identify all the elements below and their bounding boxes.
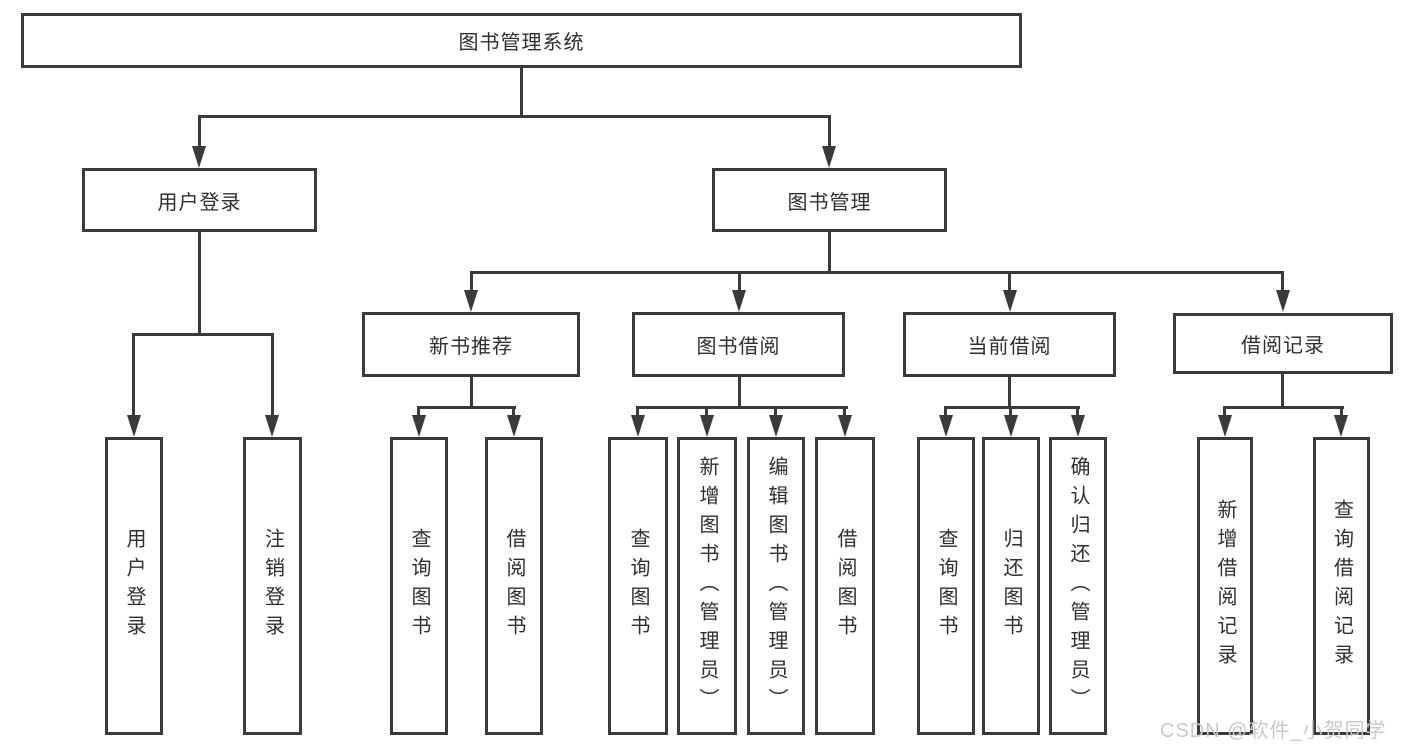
arrow-down-icon: [1276, 290, 1290, 312]
connector-stem-leaf-logout: [271, 333, 274, 417]
arrow-down-icon: [1004, 415, 1018, 437]
connector-book-management-stub: [828, 232, 831, 274]
arrow-down-icon: [507, 415, 521, 437]
node-leaf-br-add-record-label: 新增借阅记录: [1214, 499, 1236, 673]
node-user-login-label: 用户登录: [157, 191, 242, 214]
arrow-down-icon: [769, 415, 783, 437]
node-root: 图书管理系统: [21, 13, 1022, 68]
connector-new-book-stub: [470, 377, 473, 409]
node-leaf-cb-return-books: 归还图书: [982, 437, 1040, 735]
connector-stem-leaf-user-login: [132, 333, 135, 417]
node-leaf-nb-query-books: 查询图书: [390, 437, 448, 735]
arrow-down-icon: [631, 415, 645, 437]
connector-book-borrow-stub: [738, 377, 741, 409]
arrow-down-icon: [838, 415, 852, 437]
node-leaf-bb-add-books-admin: 新增图书（管理员）: [677, 437, 737, 735]
node-leaf-br-query-record-label: 查询借阅记录: [1330, 499, 1353, 673]
node-leaf-br-query-record: 查询借阅记录: [1313, 437, 1370, 735]
node-leaf-cb-query-books: 查询图书: [917, 437, 975, 735]
node-leaf-bb-edit-books-admin-label: 编辑图书（管理员）: [765, 455, 787, 717]
connector-book-borrow-hbar: [636, 406, 848, 409]
connector-stem-new-book: [470, 271, 473, 293]
connector-current-borrow-hbar: [944, 406, 1080, 409]
connector-book-management-hbar: [470, 271, 1284, 274]
connector-stem: [705, 406, 708, 418]
node-current-borrow-label: 当前借阅: [967, 336, 1052, 358]
arrow-down-icon: [192, 146, 206, 168]
connector-user-login-hbar: [132, 333, 274, 336]
node-leaf-bb-borrow-books: 借阅图书: [815, 437, 875, 735]
node-leaf-nb-borrow-books: 借阅图书: [485, 437, 543, 735]
node-leaf-cb-confirm-return-admin-label: 确认归还（管理员）: [1067, 455, 1089, 717]
connector-user-login-stub: [198, 232, 201, 336]
connector-borrow-records-stub: [1281, 374, 1284, 409]
node-leaf-cb-query-books-label: 查询图书: [935, 528, 957, 644]
connector-root-hbar: [198, 115, 831, 118]
node-root-label: 图书管理系统: [458, 32, 585, 54]
connector-stem: [1009, 406, 1012, 418]
node-leaf-nb-query-books-label: 查询图书: [408, 528, 430, 644]
node-leaf-cb-confirm-return-admin: 确认归还（管理员）: [1049, 437, 1107, 735]
node-new-book-recommend: 新书推荐: [362, 312, 580, 377]
node-user-login: 用户登录: [82, 168, 317, 232]
connector-root-stub: [520, 68, 523, 117]
connector-stem: [944, 406, 947, 418]
connector-borrow-records-hbar: [1223, 406, 1344, 409]
connector-stem-book-borrow: [738, 271, 741, 293]
node-leaf-bb-edit-books-admin: 编辑图书（管理员）: [747, 437, 805, 735]
arrow-down-icon: [412, 415, 426, 437]
arrow-down-icon: [1218, 415, 1232, 437]
arrow-down-icon: [732, 290, 746, 312]
node-book-management-label: 图书管理: [787, 191, 872, 214]
connector-stem: [417, 406, 420, 418]
arrow-down-icon: [265, 415, 279, 437]
connector-stem: [512, 406, 515, 418]
connector-stem: [1340, 406, 1343, 418]
connector-stem-book-management: [828, 115, 831, 148]
node-book-borrow-label: 图书借阅: [696, 336, 781, 358]
connector-stem: [636, 406, 639, 418]
connector-stem: [843, 406, 846, 418]
node-leaf-user-login-label: 用户登录: [123, 528, 145, 644]
connector-stem-user-login: [198, 115, 201, 148]
arrow-down-icon: [1003, 290, 1017, 312]
connector-new-book-hbar: [417, 406, 516, 409]
node-book-borrow: 图书借阅: [632, 312, 845, 377]
node-leaf-logout: 注销登录: [243, 437, 302, 735]
arrow-down-icon: [939, 415, 953, 437]
node-leaf-user-login: 用户登录: [105, 437, 163, 735]
node-leaf-nb-borrow-books-label: 借阅图书: [503, 528, 525, 644]
connector-current-borrow-stub: [1008, 377, 1011, 409]
arrow-down-icon: [1334, 415, 1348, 437]
connector-stem-current-borrow: [1008, 271, 1011, 293]
connector-stem: [774, 406, 777, 418]
node-leaf-logout-label: 注销登录: [261, 528, 284, 644]
node-leaf-bb-borrow-books-label: 借阅图书: [834, 528, 856, 644]
node-leaf-bb-query-books: 查询图书: [608, 437, 668, 735]
node-book-management: 图书管理: [712, 168, 947, 232]
node-leaf-br-add-record: 新增借阅记录: [1197, 437, 1253, 735]
node-new-book-recommend-label: 新书推荐: [429, 336, 513, 358]
node-leaf-bb-add-books-admin-label: 新增图书（管理员）: [696, 455, 718, 717]
node-borrow-records-label: 借阅记录: [1241, 335, 1325, 357]
csdn-watermark: CSDN @软件_小贺同学: [1160, 720, 1387, 742]
arrow-down-icon: [700, 415, 714, 437]
node-leaf-cb-return-books-label: 归还图书: [1000, 528, 1022, 644]
connector-stem: [1223, 406, 1226, 418]
node-current-borrow: 当前借阅: [903, 312, 1116, 377]
connector-stem: [1076, 406, 1079, 418]
arrow-down-icon: [822, 146, 836, 168]
arrow-down-icon: [464, 290, 478, 312]
connector-stem-borrow-records: [1281, 271, 1284, 293]
arrow-down-icon: [127, 415, 141, 437]
node-borrow-records: 借阅记录: [1173, 313, 1393, 374]
node-leaf-bb-query-books-label: 查询图书: [627, 528, 649, 644]
arrow-down-icon: [1071, 415, 1085, 437]
